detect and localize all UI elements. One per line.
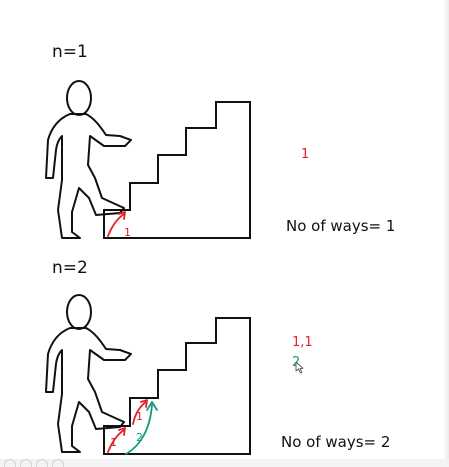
staircase-1 [103,101,251,239]
toolbar-ghost-icon [4,459,16,467]
staircase-2 [103,317,251,455]
section1-label: n=1 [52,42,88,62]
step-label-1: 1 [124,226,131,239]
green-arrowhead-2 [146,401,158,411]
red-arrow-2a [107,429,125,453]
ways-item-1: 1 [301,147,309,162]
scrollbar-edge [443,0,449,467]
green-arrow-2 [125,404,153,455]
bottom-toolbar-strip [0,459,449,467]
toolbar-ghost-icon [20,459,32,467]
red-arrowhead-2a [118,427,126,436]
red-arrowhead-2b [140,399,148,408]
toolbar-ghost-icon [52,459,64,467]
result-text-2: No of ways= 2 [281,433,390,451]
red-arrowhead-1 [118,211,126,220]
person-figure-1 [45,80,132,239]
red-arrow-1 [107,213,125,237]
step-label-green: 2 [136,431,143,444]
ways-item-1-1: 1,1 [292,335,313,350]
toolbar-ghost-icon [36,459,48,467]
step-label-2b: 1 [136,410,143,423]
cursor-icon [295,361,304,374]
red-arrow-2b [132,401,147,425]
result-text-1: No of ways= 1 [286,217,395,235]
person-figure-2 [45,294,132,453]
step-label-2a: 1 [110,436,117,449]
section2-label: n=2 [52,258,88,278]
